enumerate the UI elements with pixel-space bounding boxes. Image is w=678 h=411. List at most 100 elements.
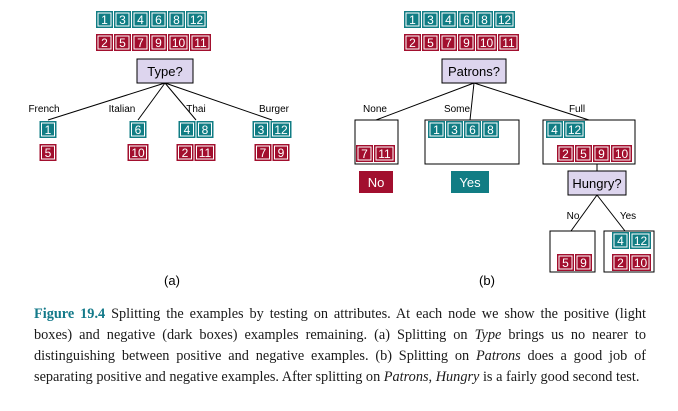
negative-example-number: 11 [378, 147, 391, 161]
positive-example-box [564, 121, 585, 138]
figure-label: Figure 19.4 [34, 306, 106, 322]
negative-example-number: 9 [598, 147, 605, 161]
negative-example-number: 9 [155, 36, 162, 50]
positive-example-box [196, 121, 214, 138]
positive-example-number: 3 [451, 123, 458, 137]
branch-edge [164, 82, 273, 121]
negative-example-number: 9 [580, 256, 587, 270]
negative-example-number: 7 [137, 36, 144, 50]
negative-example-box [611, 145, 632, 162]
negative-example-box [440, 34, 457, 51]
branch-label: Italian [109, 104, 136, 115]
positive-example-box [150, 11, 167, 28]
negative-example-box [96, 34, 113, 51]
branch-edge [375, 82, 475, 121]
positive-example-box-border [547, 122, 562, 137]
positive-example-number: 4 [445, 13, 452, 27]
negative-example-box [630, 254, 651, 271]
negative-example-box [176, 144, 194, 161]
positive-example-number: 12 [634, 234, 648, 248]
positive-example-box-border [97, 12, 112, 27]
positive-example-box-border [151, 12, 166, 27]
negative-example-number: 2 [101, 36, 108, 50]
negative-example-number: 2 [562, 147, 569, 161]
negative-example-number: 10 [634, 256, 648, 270]
leaf-decision-node [359, 171, 393, 193]
negative-example-number: 7 [260, 146, 267, 160]
negative-example-box-border [594, 146, 609, 161]
negative-example-box [168, 34, 189, 51]
branch-edge [137, 82, 166, 121]
negative-example-box-border [169, 35, 188, 50]
positive-example-box [114, 11, 131, 28]
positive-example-number: 6 [135, 123, 142, 137]
positive-example-box-border [169, 12, 184, 27]
negative-example-number: 5 [580, 147, 587, 161]
positive-example-box [404, 11, 421, 28]
negative-example-box [190, 34, 211, 51]
positive-example-box-border [631, 233, 650, 248]
branch-label: Thai [186, 104, 205, 115]
caption-italic-term: Type [474, 327, 502, 343]
negative-example-box [612, 254, 629, 271]
negative-example-number: 11 [502, 36, 515, 50]
positive-example-number: 8 [487, 123, 494, 137]
branch-label: No [567, 211, 580, 222]
negative-example-box-border [459, 35, 474, 50]
positive-example-box-border [115, 12, 130, 27]
positive-example-box [422, 11, 439, 28]
branch-edge [473, 82, 590, 121]
negative-example-number: 10 [480, 36, 494, 50]
positive-example-number: 1 [433, 123, 440, 137]
positive-example-number: 1 [409, 13, 416, 27]
negative-example-box-border [357, 146, 372, 161]
positive-example-box [39, 121, 57, 138]
negative-example-box-border [477, 35, 496, 50]
negative-example-box [575, 145, 592, 162]
positive-example-box-border [133, 12, 148, 27]
negative-example-box [254, 144, 272, 161]
negative-example-box-border [191, 35, 210, 50]
negative-example-box [458, 34, 475, 51]
positive-example-box-border [459, 12, 474, 27]
positive-example-box [446, 121, 463, 138]
positive-example-box-border [131, 122, 145, 137]
negative-example-number: 10 [172, 36, 186, 50]
negative-example-box-border [423, 35, 438, 50]
positive-example-number: 6 [155, 13, 162, 27]
leaf-decision-node [451, 171, 489, 193]
negative-example-box-border [612, 146, 631, 161]
positive-example-box-border [272, 122, 290, 137]
negative-example-number: 2 [617, 256, 624, 270]
panel-label: (a) [164, 273, 180, 288]
negative-example-box-border [558, 146, 573, 161]
positive-example-box-border [477, 12, 492, 27]
positive-example-number: 8 [173, 13, 180, 27]
negative-example-number: 5 [562, 256, 569, 270]
positive-example-number: 3 [258, 123, 265, 137]
negative-example-box [127, 144, 149, 161]
negative-example-box-border [274, 145, 288, 160]
positive-example-box-border [423, 12, 438, 27]
negative-example-number: 2 [182, 146, 189, 160]
negative-example-box [404, 34, 421, 51]
branch-label: Burger [259, 104, 290, 115]
negative-example-box-border [133, 35, 148, 50]
negative-example-number: 10 [131, 146, 145, 160]
positive-example-box [464, 121, 481, 138]
positive-example-box [129, 121, 147, 138]
example-set-node [542, 119, 636, 165]
positive-example-box-border [465, 122, 480, 137]
positive-example-box [132, 11, 149, 28]
negative-example-box-border [115, 35, 130, 50]
example-set-node [603, 230, 655, 273]
caption-text-run: Splitting the examples by testing on att… [34, 306, 646, 343]
example-set-node [549, 230, 596, 273]
branch-edge [596, 194, 626, 232]
branch-label: Some [444, 104, 471, 115]
negative-example-box [575, 254, 592, 271]
branch-edge [47, 82, 166, 121]
positive-example-box [630, 232, 651, 249]
negative-example-number: 2 [409, 36, 416, 50]
negative-example-box-border [576, 255, 591, 270]
